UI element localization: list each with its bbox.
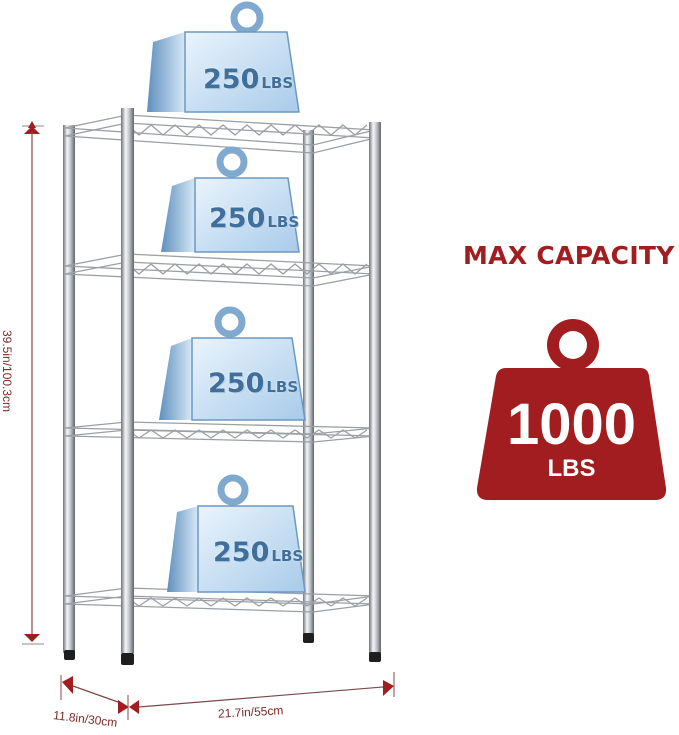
height-arrow-icon xyxy=(22,121,52,645)
capacity-weight-badge: 1000 LBS xyxy=(476,313,667,503)
height-dimension xyxy=(14,120,52,650)
max-capacity-headline: MAX CAPACITY xyxy=(463,241,675,270)
height-label: 39.5in/100.3cm xyxy=(0,330,14,413)
wire-shelf-illustration xyxy=(63,1,381,665)
capacity-unit: LBS xyxy=(547,455,596,482)
weights xyxy=(147,1,306,593)
capacity-value: 1000 xyxy=(506,392,637,457)
footprint-dimensions xyxy=(55,670,400,720)
kettle-weight-icon xyxy=(476,319,667,500)
footprint-arrow-icon xyxy=(60,672,395,720)
